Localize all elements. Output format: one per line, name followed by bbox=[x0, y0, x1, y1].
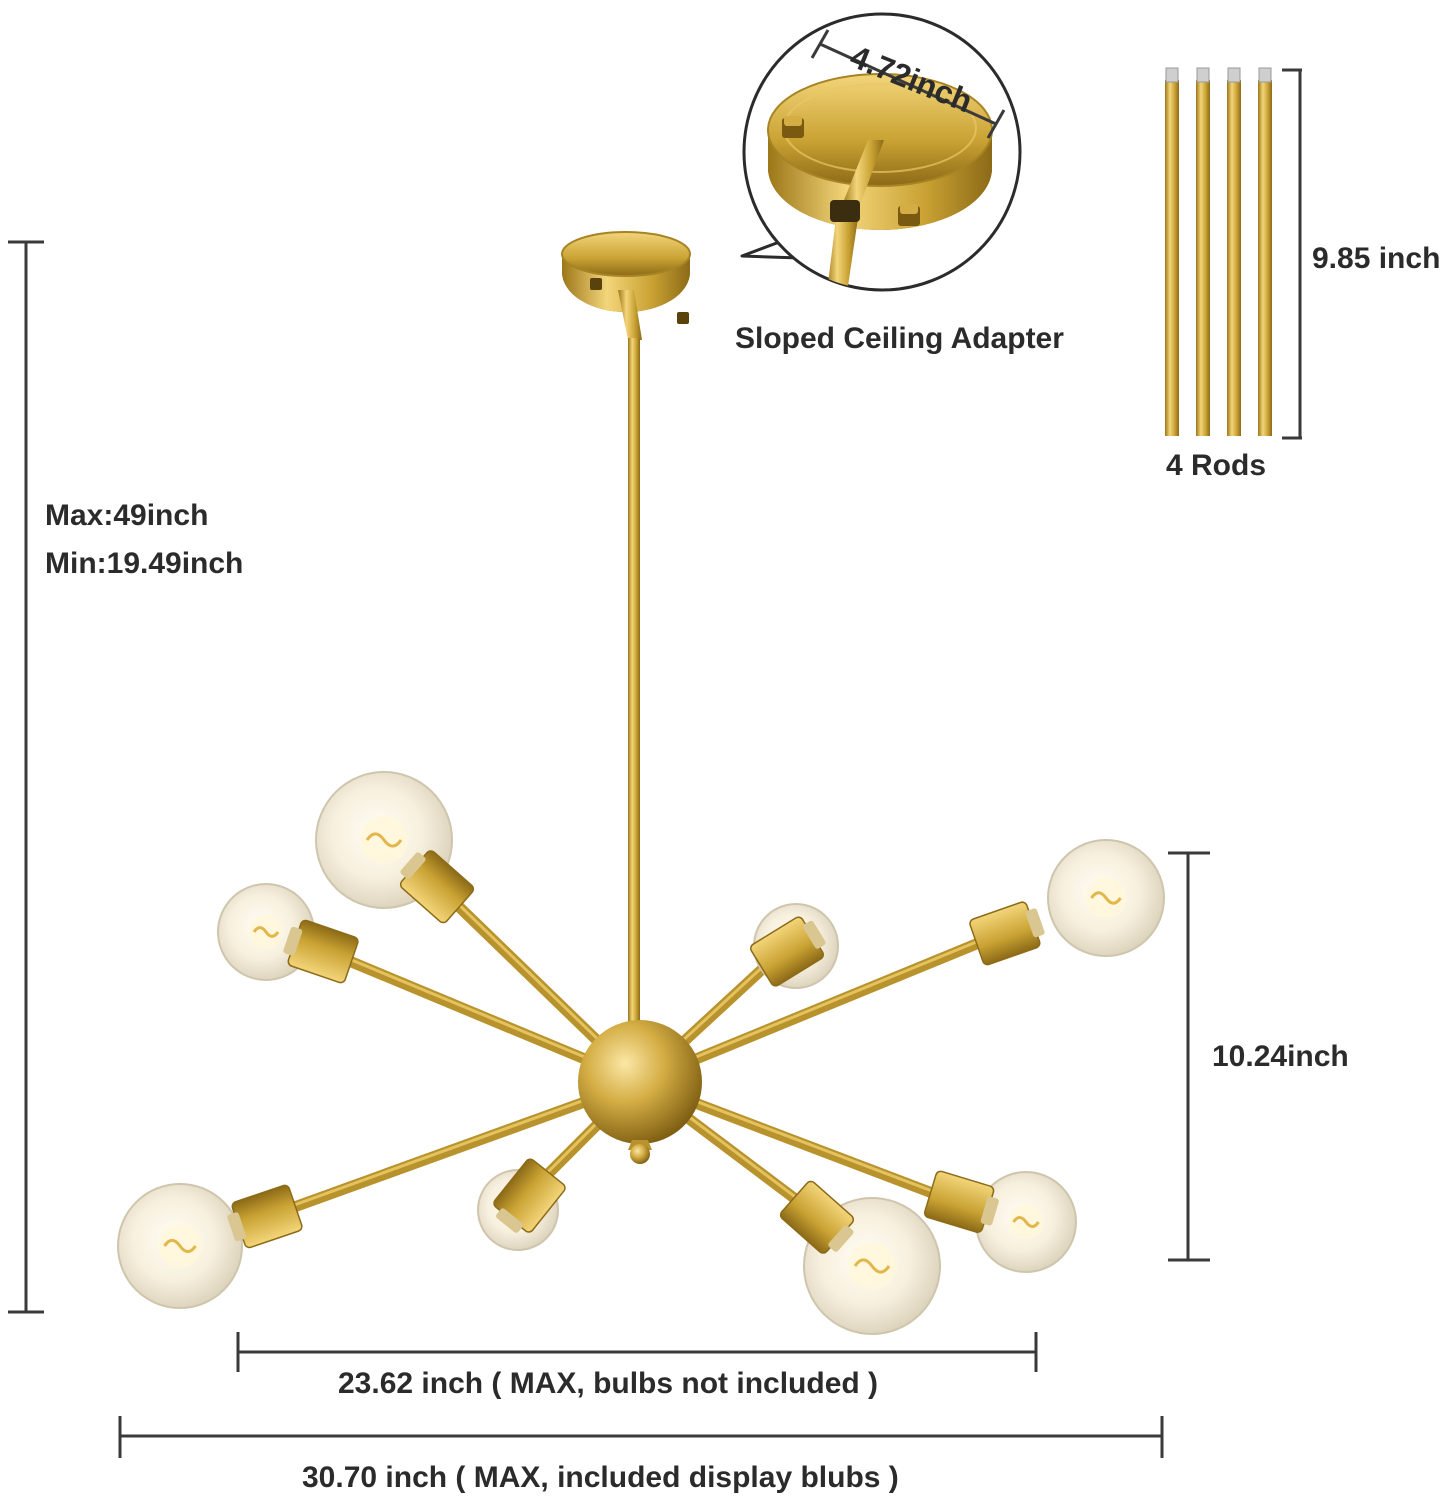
body-height-dimension bbox=[1168, 851, 1210, 1262]
front-bulbs-group bbox=[117, 771, 1165, 1335]
bulb-socket bbox=[283, 919, 359, 984]
bulb-socket bbox=[923, 1170, 999, 1233]
rod bbox=[1196, 67, 1210, 436]
rod-length-label: 9.85 inch bbox=[1312, 242, 1441, 275]
body-height-label: 10.24inch bbox=[1212, 1040, 1349, 1073]
width-with-bulbs-label: 30.70 inch ( MAX, included display blubs… bbox=[302, 1461, 899, 1494]
rod-length-dimension bbox=[1282, 68, 1302, 440]
min-height-label: Min:19.49inch bbox=[45, 547, 244, 580]
downrod bbox=[628, 338, 640, 1038]
width-no-bulbs-dimension bbox=[236, 1332, 1038, 1372]
bulb-socket bbox=[227, 1184, 303, 1249]
center-sphere bbox=[578, 1020, 702, 1164]
rods-group bbox=[1165, 67, 1272, 436]
sloped-ceiling-adapter-callout bbox=[740, 12, 1022, 292]
bulb-socket bbox=[969, 901, 1045, 966]
light-arm bbox=[634, 934, 992, 1088]
adapter-caption: Sloped Ceiling Adapter bbox=[735, 322, 1064, 355]
light-arm bbox=[280, 1076, 646, 1216]
rod bbox=[1227, 67, 1241, 436]
bulb-socket bbox=[493, 1158, 566, 1233]
bulb-socket bbox=[750, 916, 826, 987]
bulb-socket bbox=[399, 850, 475, 924]
light-bulb bbox=[975, 1171, 1077, 1273]
max-height-label: Max:49inch bbox=[45, 499, 209, 532]
rod bbox=[1165, 67, 1179, 436]
width-with-bulbs-dimension bbox=[118, 1416, 1164, 1458]
overall-height-dimension bbox=[8, 240, 44, 1314]
rods-caption: 4 Rods bbox=[1166, 449, 1267, 482]
ceiling-canopy bbox=[561, 231, 691, 340]
rod bbox=[1258, 67, 1272, 436]
width-no-bulbs-label: 23.62 inch ( MAX, bulbs not included ) bbox=[338, 1367, 879, 1400]
light-bulb bbox=[117, 1183, 243, 1309]
light-bulb bbox=[1047, 839, 1165, 957]
bulb-socket bbox=[779, 1180, 855, 1254]
